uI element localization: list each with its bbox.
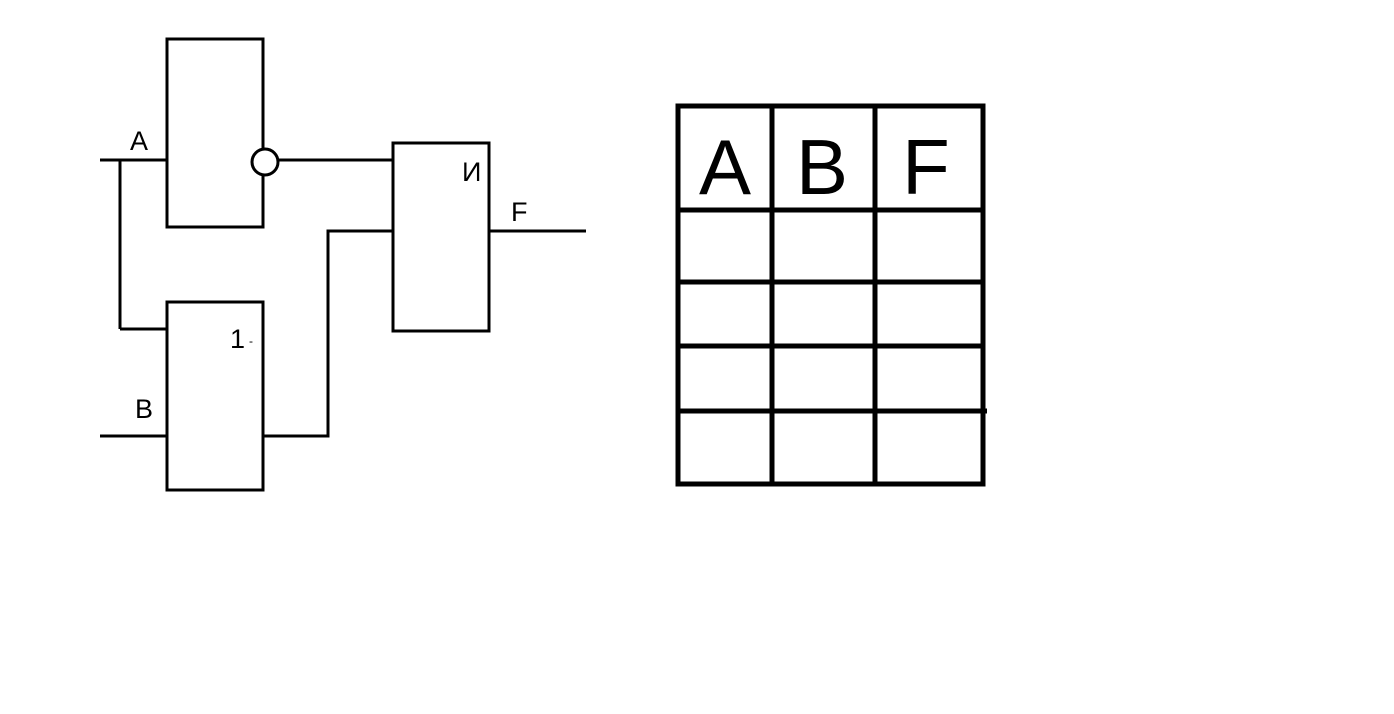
or-gate-mark: - xyxy=(249,334,253,348)
logic-circuit: A B F И 1 - xyxy=(100,37,586,492)
truth-table-header-a: A xyxy=(699,123,751,211)
not-gate-inversion-bubble xyxy=(250,147,280,177)
truth-table-header-f: F xyxy=(902,123,950,211)
truth-table-border xyxy=(675,103,986,487)
and-gate xyxy=(391,141,491,333)
and-gate-label: И xyxy=(462,157,481,187)
or-gate xyxy=(165,300,265,492)
or-gate-label: 1 xyxy=(230,324,245,354)
or-gate-output-wire xyxy=(263,229,394,438)
truth-table-header-b: B xyxy=(796,123,848,211)
output-f-label: F xyxy=(511,197,528,227)
truth-table: A B F xyxy=(675,103,987,487)
not-gate xyxy=(165,37,265,229)
input-b-label: B xyxy=(135,394,153,424)
input-a-label: A xyxy=(130,126,148,156)
